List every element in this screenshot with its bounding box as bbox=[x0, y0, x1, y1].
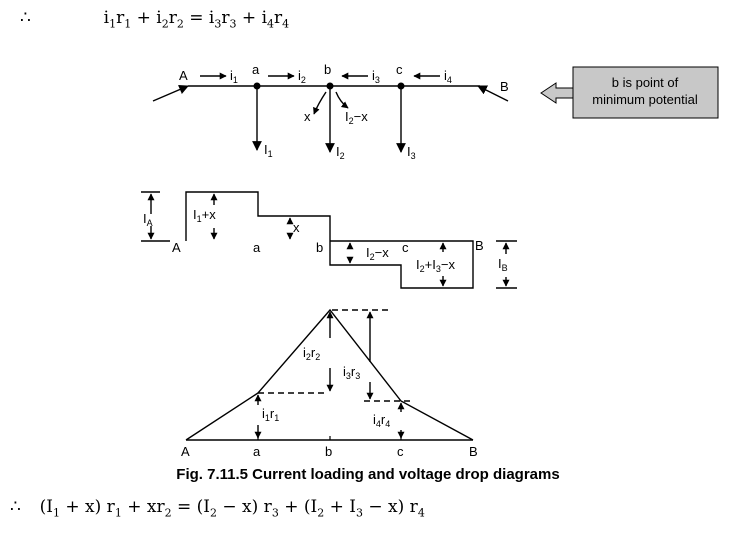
node-b-dot bbox=[326, 82, 334, 90]
callout-box bbox=[572, 66, 719, 119]
callout-arrow bbox=[540, 82, 574, 104]
label-seg2: x bbox=[293, 220, 300, 235]
circuit-node-A: A bbox=[179, 68, 188, 83]
label-split-rest: I2−x bbox=[345, 109, 368, 126]
label-split-x: x bbox=[304, 109, 311, 124]
label-i2: i2 bbox=[298, 68, 306, 85]
loading-node-c: c bbox=[402, 240, 409, 255]
label-seg4: I2+I3−x bbox=[416, 257, 455, 274]
label-d4: i4r4 bbox=[373, 412, 390, 429]
voltage-node-a: a bbox=[253, 444, 261, 459]
loading-node-b: b bbox=[316, 240, 323, 255]
node-a-dot bbox=[253, 82, 261, 90]
loading-node-a: a bbox=[253, 240, 261, 255]
label-d3: i3r3 bbox=[343, 364, 360, 381]
circuit-node-b: b bbox=[324, 62, 331, 77]
voltage-node-B: B bbox=[469, 444, 478, 459]
label-IB: IB bbox=[498, 256, 508, 273]
figure-caption: Fig. 7.11.5 Current loading and voltage … bbox=[176, 466, 560, 483]
label-d1: i1r1 bbox=[262, 406, 279, 423]
callout: b is point of minimum potential bbox=[540, 66, 719, 119]
voltage-node-A: A bbox=[181, 444, 190, 459]
voltage-node-c: c bbox=[397, 444, 404, 459]
loading-labels: IA IB I1+x x I2−x I2+I3−x A a b c B bbox=[143, 207, 508, 274]
label-seg3: I2−x bbox=[366, 245, 389, 262]
tick-marks bbox=[257, 436, 402, 440]
label-I3: I3 bbox=[407, 144, 416, 161]
top-equation: ∴ i1r1 + i2r2 = i3r3 + i4r4 bbox=[20, 8, 290, 31]
circuit-nodes bbox=[253, 82, 405, 90]
split-arrow-rest bbox=[335, 91, 349, 109]
feeder-in-A bbox=[152, 84, 189, 102]
feeder-in-B bbox=[477, 85, 509, 102]
label-I2: I2 bbox=[336, 144, 345, 161]
loading-node-A: A bbox=[172, 240, 181, 255]
voltage-node-b: b bbox=[325, 444, 332, 459]
loading-outline bbox=[185, 191, 474, 289]
bottom-equation: ∴ (I1 + x) r1 + xr2 = (I2 − x) r3 + (I2 … bbox=[10, 497, 425, 520]
label-seg1: I1+x bbox=[193, 207, 216, 224]
split-arrow-x bbox=[313, 91, 327, 115]
label-d2: i2r2 bbox=[303, 345, 320, 362]
label-i4: i4 bbox=[444, 68, 452, 85]
therefore-symbol: ∴ bbox=[20, 8, 31, 28]
circuit-node-B: B bbox=[500, 79, 509, 94]
voltage-diagram bbox=[185, 308, 474, 441]
callout-line1: b is point of bbox=[612, 75, 679, 90]
circuit-node-a: a bbox=[252, 62, 260, 77]
circuit-labels: A a b c B i1 i2 i3 i4 I1 I2 I3 x I2−x bbox=[179, 62, 509, 161]
therefore-symbol-bottom: ∴ bbox=[10, 497, 21, 517]
label-IA: IA bbox=[143, 211, 153, 228]
loading-diagram bbox=[141, 191, 517, 289]
callout-line2: minimum potential bbox=[592, 92, 698, 107]
circuit-diagram bbox=[152, 72, 509, 153]
voltage-profile bbox=[185, 308, 474, 441]
label-i1: i1 bbox=[230, 68, 238, 85]
loading-node-B: B bbox=[475, 238, 484, 253]
voltage-labels: i1r1 i2r2 i3r3 i4r4 A a b c B bbox=[181, 345, 478, 459]
node-c-dot bbox=[397, 82, 405, 90]
label-i3: i3 bbox=[372, 68, 380, 85]
label-I1: I1 bbox=[264, 142, 273, 159]
circuit-node-c: c bbox=[396, 62, 403, 77]
